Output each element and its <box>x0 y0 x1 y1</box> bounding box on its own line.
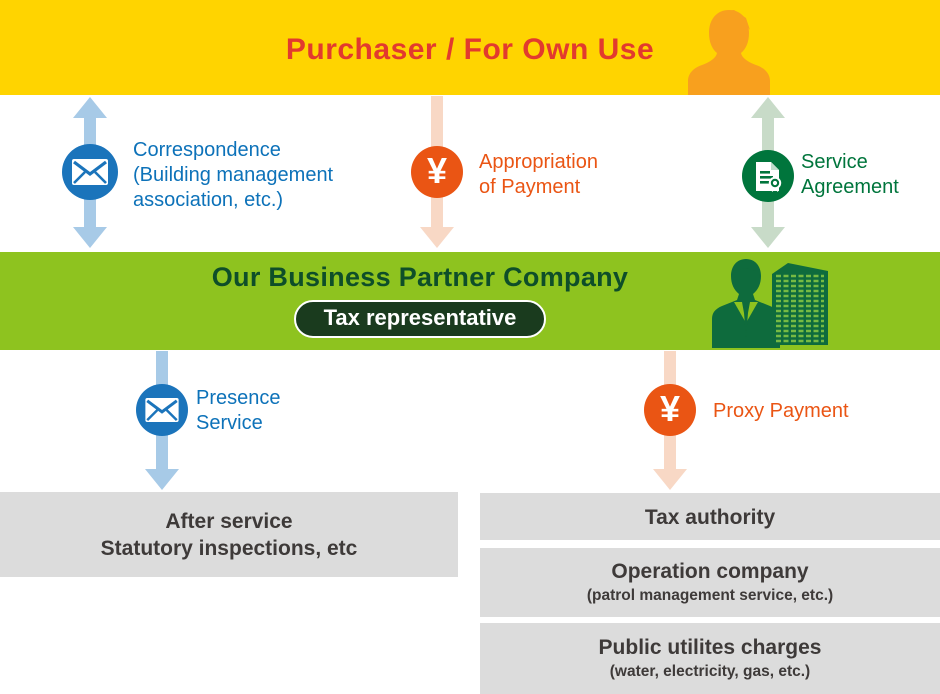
public-utilities-box: Public utilites charges (water, electric… <box>480 623 940 694</box>
envelope-icon <box>136 384 188 436</box>
operation-company-box: Operation company (patrol management ser… <box>480 548 940 617</box>
correspondence-label: Correspondence (Building management asso… <box>133 139 334 211</box>
purchaser-title: Purchaser / For Own Use <box>285 33 655 66</box>
tax-authority-box: Tax authority <box>480 493 940 540</box>
envelope-glyph <box>72 159 108 185</box>
yen-icon: ¥ <box>411 146 463 198</box>
appropriation-label: Appropriation of Payment <box>479 151 598 198</box>
service-agreement-label: Service Agreement <box>801 151 899 198</box>
businessman-icon <box>712 259 780 348</box>
envelope-icon <box>62 144 118 200</box>
person-icon <box>688 10 770 95</box>
yen-symbol: ¥ <box>659 388 681 429</box>
partner-title: Our Business Partner Company <box>211 262 629 292</box>
after-service-box: After service Statutory inspections, etc <box>0 492 458 577</box>
envelope-glyph <box>145 398 179 422</box>
partner-banner-text: Our Business Partner Company Tax represe… <box>0 262 840 338</box>
proxy-payment-label: Proxy Payment <box>713 400 849 422</box>
yen-icon: ¥ <box>644 384 696 436</box>
building-icon <box>772 263 828 345</box>
contract-icon <box>742 150 794 202</box>
tax-representative-badge: Tax representative <box>293 300 547 338</box>
yen-symbol: ¥ <box>426 150 448 191</box>
purchaser-banner: Purchaser / For Own Use <box>0 0 940 95</box>
presence-service-label: Presence Service <box>196 387 281 434</box>
contract-glyph <box>755 161 781 192</box>
